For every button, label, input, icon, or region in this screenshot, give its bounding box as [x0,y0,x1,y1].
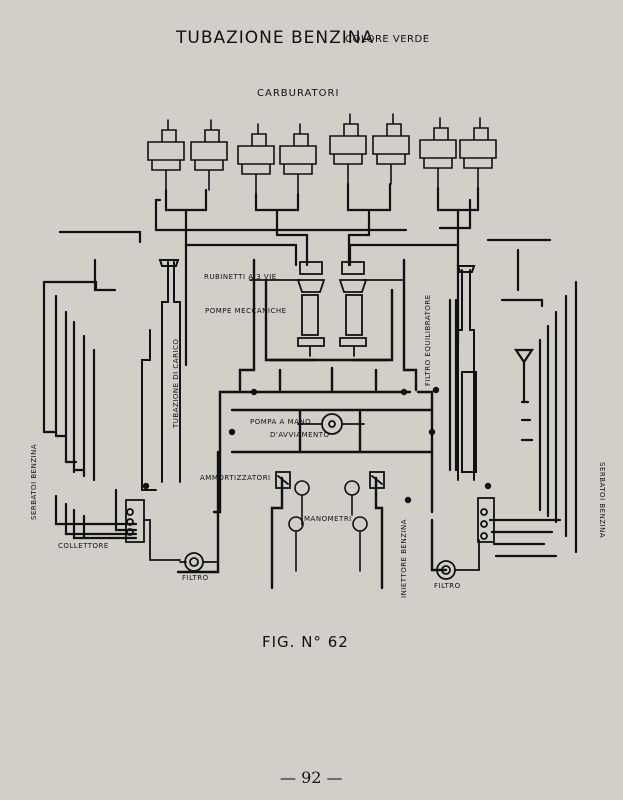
valves [142,386,492,504]
label-filtro-equilibratore: FILTRO EQUILIBRATORE [424,294,432,386]
left-filter [179,552,219,572]
carburetor-feed-pipes [154,182,480,367]
left-collector [125,499,181,561]
carburetor-group [147,113,497,195]
carburetor [147,119,185,191]
label-pompa-mano: POMPA A MANO [250,418,312,426]
label-pompe-meccaniche: POMPE MECCANICHE [205,307,287,315]
label-ammortizzatori: AMMORTIZZATORI [200,474,271,482]
right-collector [477,497,495,543]
distribution-pipes [176,258,448,590]
carburetor [329,113,367,185]
carburetor [419,117,457,189]
mechanical-pumps [249,261,405,357]
label-filtro-right: FILTRO [434,582,461,590]
label-collettore: COLLETTORE [58,542,109,550]
page-number: — 92 — [280,768,343,787]
label-manometri: MANOMETRI [304,515,352,523]
left-tank-lines [42,230,142,540]
carburetors-label: CARBURATORI [257,88,340,99]
label-iniettore: INIETTORE BENZINA [400,518,408,598]
label-avviamento: D'AVVIAMENTO [270,431,330,439]
label-filtro-left: FILTRO [182,574,209,582]
right-tank-lines [448,238,578,558]
figure-label: FIG. N° 62 [262,633,349,651]
carburetor [237,123,275,195]
carburetor [190,119,228,191]
carburetor [372,113,410,185]
page-subtitle: COLORE VERDE [345,34,430,45]
hand-pump [297,413,365,435]
dampers [275,471,385,489]
carburetor [459,117,497,189]
label-serbatoi-left: SERBATOI BENZINA [30,443,38,520]
label-serbatoi-right: SERBATOI BENZINA [598,462,606,539]
right-filter [431,539,480,580]
pressure-gauges [288,480,368,572]
label-rubinetti: RUBINETTI A 3 VIE [204,273,277,281]
carburetor [279,123,317,195]
label-tubazione-carico: TUBAZIONE DI CARICO [172,338,180,428]
left-filling-pipe [141,259,181,491]
page-title: TUBAZIONE BENZINA [176,28,375,48]
right-filling-pipe [456,265,477,481]
